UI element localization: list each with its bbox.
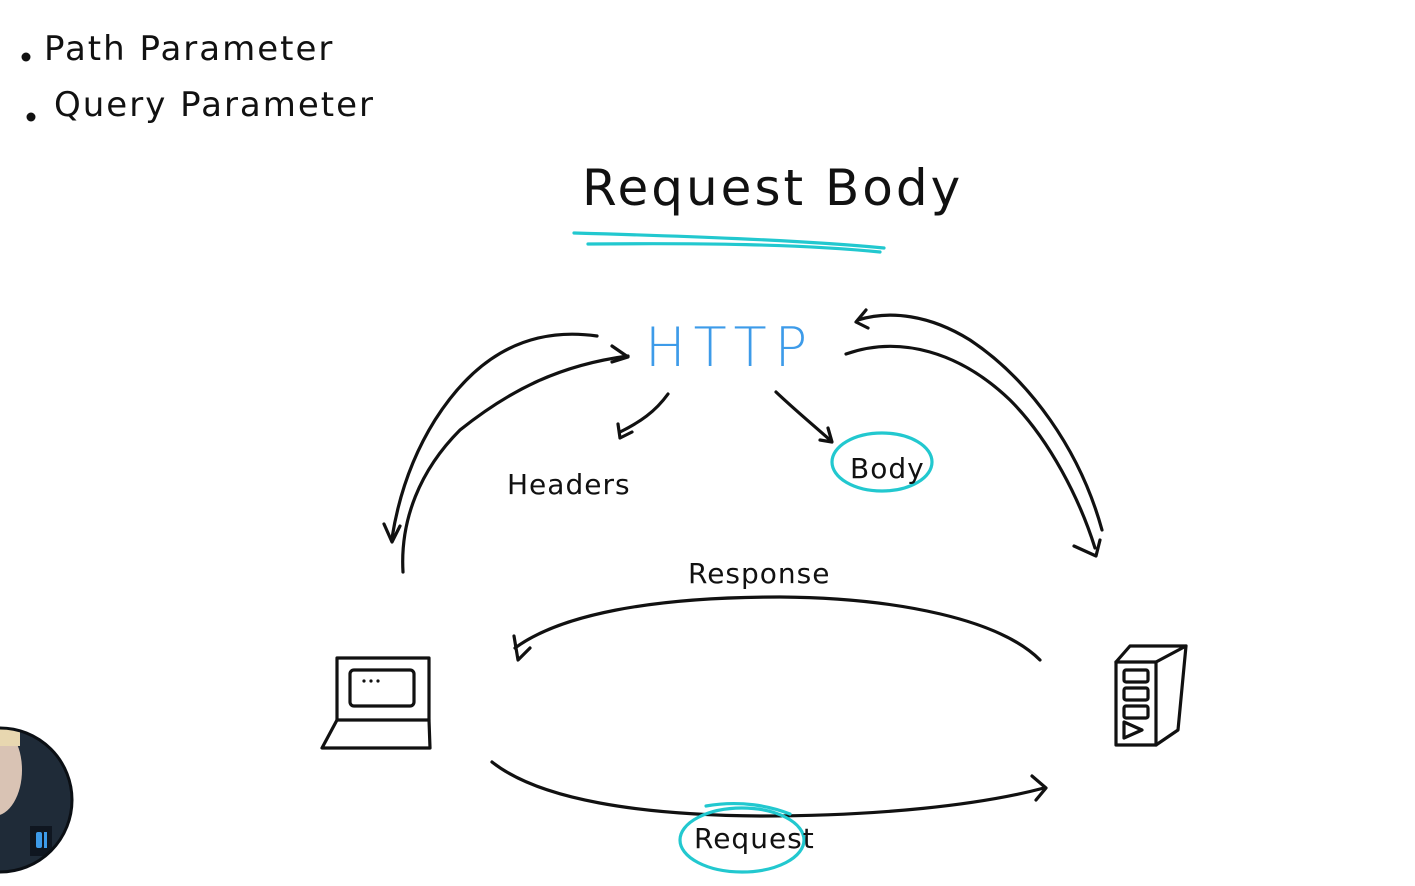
arrowhead xyxy=(1030,774,1048,802)
response-label: Response xyxy=(688,557,830,590)
bullet-dot xyxy=(26,112,36,122)
request-arrow xyxy=(490,760,1046,818)
request-highlight-mark xyxy=(704,801,792,816)
title-underline xyxy=(572,231,886,250)
bullet-path-parameter: Path Parameter xyxy=(44,29,334,69)
arrowhead xyxy=(854,308,870,330)
body-highlight xyxy=(830,431,934,493)
arrowhead xyxy=(610,344,630,364)
request-label: Request xyxy=(694,822,815,855)
presenter-face xyxy=(0,728,22,816)
arrowhead xyxy=(512,634,532,662)
page-title: Request Body xyxy=(582,159,963,217)
arrowhead xyxy=(1072,538,1102,558)
arrowhead xyxy=(382,522,402,544)
arc-http-to-client xyxy=(390,332,599,540)
headers-label: Headers xyxy=(507,468,631,501)
arrow-http-to-headers xyxy=(618,392,670,434)
title-underline xyxy=(586,242,882,254)
body-label: Body xyxy=(850,452,925,485)
arc-client-to-http xyxy=(401,354,630,574)
arc-http-to-server xyxy=(844,344,1097,550)
arrowhead xyxy=(616,422,634,440)
arrowhead xyxy=(818,426,834,444)
server-icon xyxy=(1114,644,1188,747)
bullet-list: Path Parameter Query Parameter xyxy=(21,29,375,125)
arrow-http-to-body xyxy=(774,390,832,442)
bullet-query-parameter: Query Parameter xyxy=(54,85,375,125)
request-highlight xyxy=(678,806,806,874)
laptop-icon xyxy=(320,656,432,750)
webcam-overlay xyxy=(0,726,74,874)
bullet-dot xyxy=(21,52,31,62)
mic-icon xyxy=(36,832,42,848)
http-label: HTTP xyxy=(645,316,815,379)
arc-server-to-http xyxy=(856,313,1104,532)
response-arrow xyxy=(513,595,1042,662)
